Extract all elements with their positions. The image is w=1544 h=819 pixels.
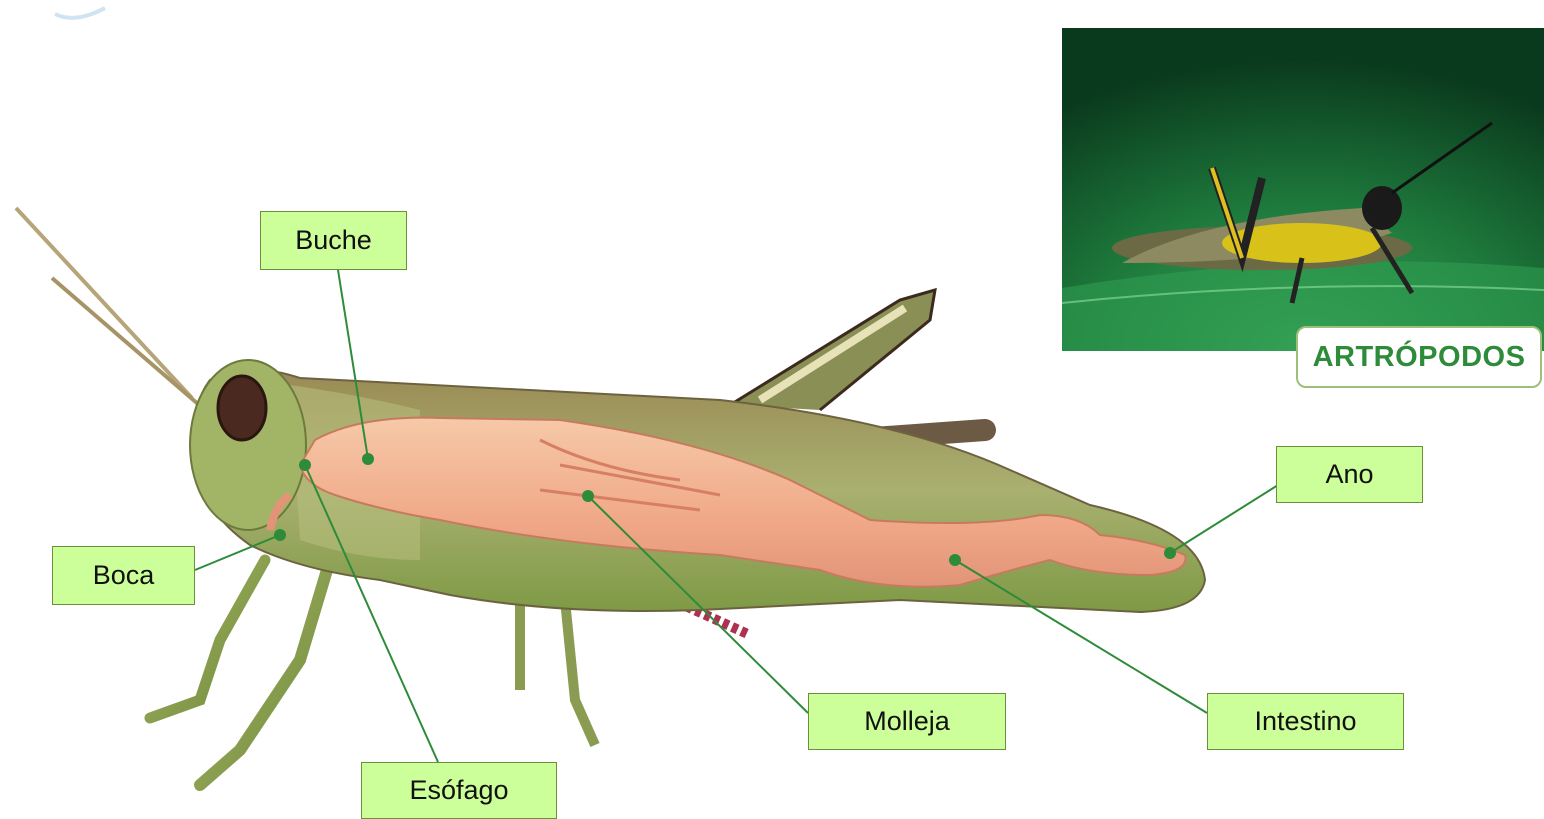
eye (218, 376, 266, 440)
photo-title: ARTRÓPODOS (1296, 326, 1542, 388)
grasshopper-photo (1062, 28, 1544, 351)
antennae (16, 208, 198, 404)
label-molleja: Molleja (808, 693, 1006, 750)
corner-mark (55, 8, 105, 18)
label-esofago: Esófago (361, 762, 557, 819)
label-buche: Buche (260, 211, 407, 270)
label-boca: Boca (52, 546, 195, 605)
label-ano: Ano (1276, 446, 1423, 503)
label-intestino: Intestino (1207, 693, 1404, 750)
